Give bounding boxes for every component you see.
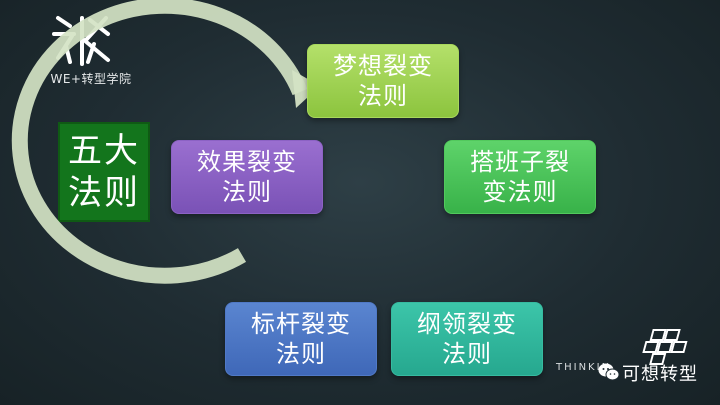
section-title-box: 五大 法则 xyxy=(58,122,150,222)
cycle-item-label: 法则 xyxy=(358,82,408,110)
watermark-account-name: 可想转型 xyxy=(622,364,698,385)
cycle-item-label: 变法则 xyxy=(482,178,558,206)
cube-logo-icon xyxy=(642,329,688,365)
cycle-item-label: 法则 xyxy=(276,340,326,368)
cycle-item-label: 搭班子裂 xyxy=(470,148,570,176)
cycle-item-benchmark: 标杆裂变 法则 xyxy=(225,302,377,376)
cycle-item-label: 法则 xyxy=(222,178,272,206)
cycle-item-label: 效果裂变 xyxy=(197,148,297,176)
brand-name: WE+转型学院 xyxy=(50,72,132,86)
section-title-line1: 五大 xyxy=(68,131,140,171)
cycle-item-label: 法则 xyxy=(442,340,492,368)
cycle-item-team: 搭班子裂 变法则 xyxy=(444,140,596,214)
cycle-arrow-head xyxy=(292,70,320,108)
cycle-arrow-path xyxy=(11,0,308,284)
cycle-item-result: 效果裂变 法则 xyxy=(171,140,323,214)
watermark-thinking-text: THINKIN xyxy=(556,362,612,373)
cycle-item-label: 纲领裂变 xyxy=(417,310,517,338)
wechat-icon xyxy=(598,363,620,381)
cycle-item-dream: 梦想裂变 法则 xyxy=(307,44,459,118)
cycle-item-program: 纲领裂变 法则 xyxy=(391,302,543,376)
section-title-line2: 法则 xyxy=(68,173,140,213)
cycle-item-label: 标杆裂变 xyxy=(251,310,351,338)
cycle-item-label: 梦想裂变 xyxy=(333,52,433,80)
